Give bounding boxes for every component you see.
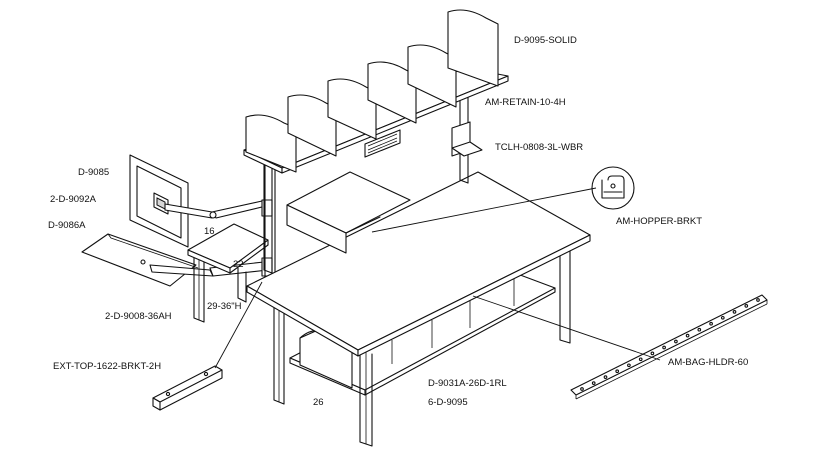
bar-hole [697, 327, 702, 332]
label-am-retain: AM-RETAIN-10-4H [485, 97, 566, 108]
label-am-hopper-brkt: AM-HOPPER-BRKT [616, 216, 702, 227]
bag-holder-bar [570, 294, 768, 400]
bar-hole [591, 381, 596, 385]
label-d9092a: 2-D-9092A [50, 194, 97, 205]
hopper [286, 171, 411, 254]
bar-hole [650, 351, 655, 356]
keyboard-tray [81, 233, 273, 287]
label-ext-top: EXT-TOP-1622-BRKT-2H [53, 361, 161, 372]
monitor [129, 154, 189, 248]
bar-hole [674, 339, 678, 344]
bar-hole [603, 375, 608, 379]
hopper-bracket-detail [591, 166, 635, 210]
work-table [246, 164, 591, 447]
label-d9086a: D-9086A [48, 220, 86, 231]
monitor-arm [164, 199, 273, 219]
upper-shelf-assembly [243, 9, 509, 274]
label-d9031a: D-9031A-26D-1RL [428, 378, 507, 389]
bar-hole [580, 387, 584, 391]
label-tclh: TCLH-0808-3L-WBR [495, 142, 583, 153]
dimension-height-range: 29-36"H [207, 301, 242, 312]
label-d9008: 2-D-9008-36AH [105, 311, 172, 322]
label-d9085: D-9085 [78, 167, 109, 178]
leader-lines [214, 187, 661, 369]
bar-hole [709, 321, 713, 326]
bar-hole [615, 369, 620, 374]
dimension-22: 22 [233, 259, 244, 270]
bar-hole [662, 345, 666, 350]
dimension-16: 16 [204, 226, 215, 237]
bar-hole [627, 363, 631, 368]
label-d9095-qty: 6-D-9095 [428, 397, 468, 408]
extension-bracket-part [152, 365, 223, 411]
bar-hole [685, 333, 690, 338]
bar-hole [756, 298, 760, 302]
bar-hole [732, 310, 737, 314]
bar-hole [744, 304, 749, 308]
label-am-bag-hldr: AM-BAG-HLDR-60 [668, 357, 748, 368]
label-d9095-solid: D-9095-SOLID [514, 35, 577, 46]
dimension-26: 26 [313, 397, 324, 408]
table-extension [187, 223, 269, 323]
bar-hole [638, 357, 643, 362]
bar-hole [720, 315, 725, 320]
